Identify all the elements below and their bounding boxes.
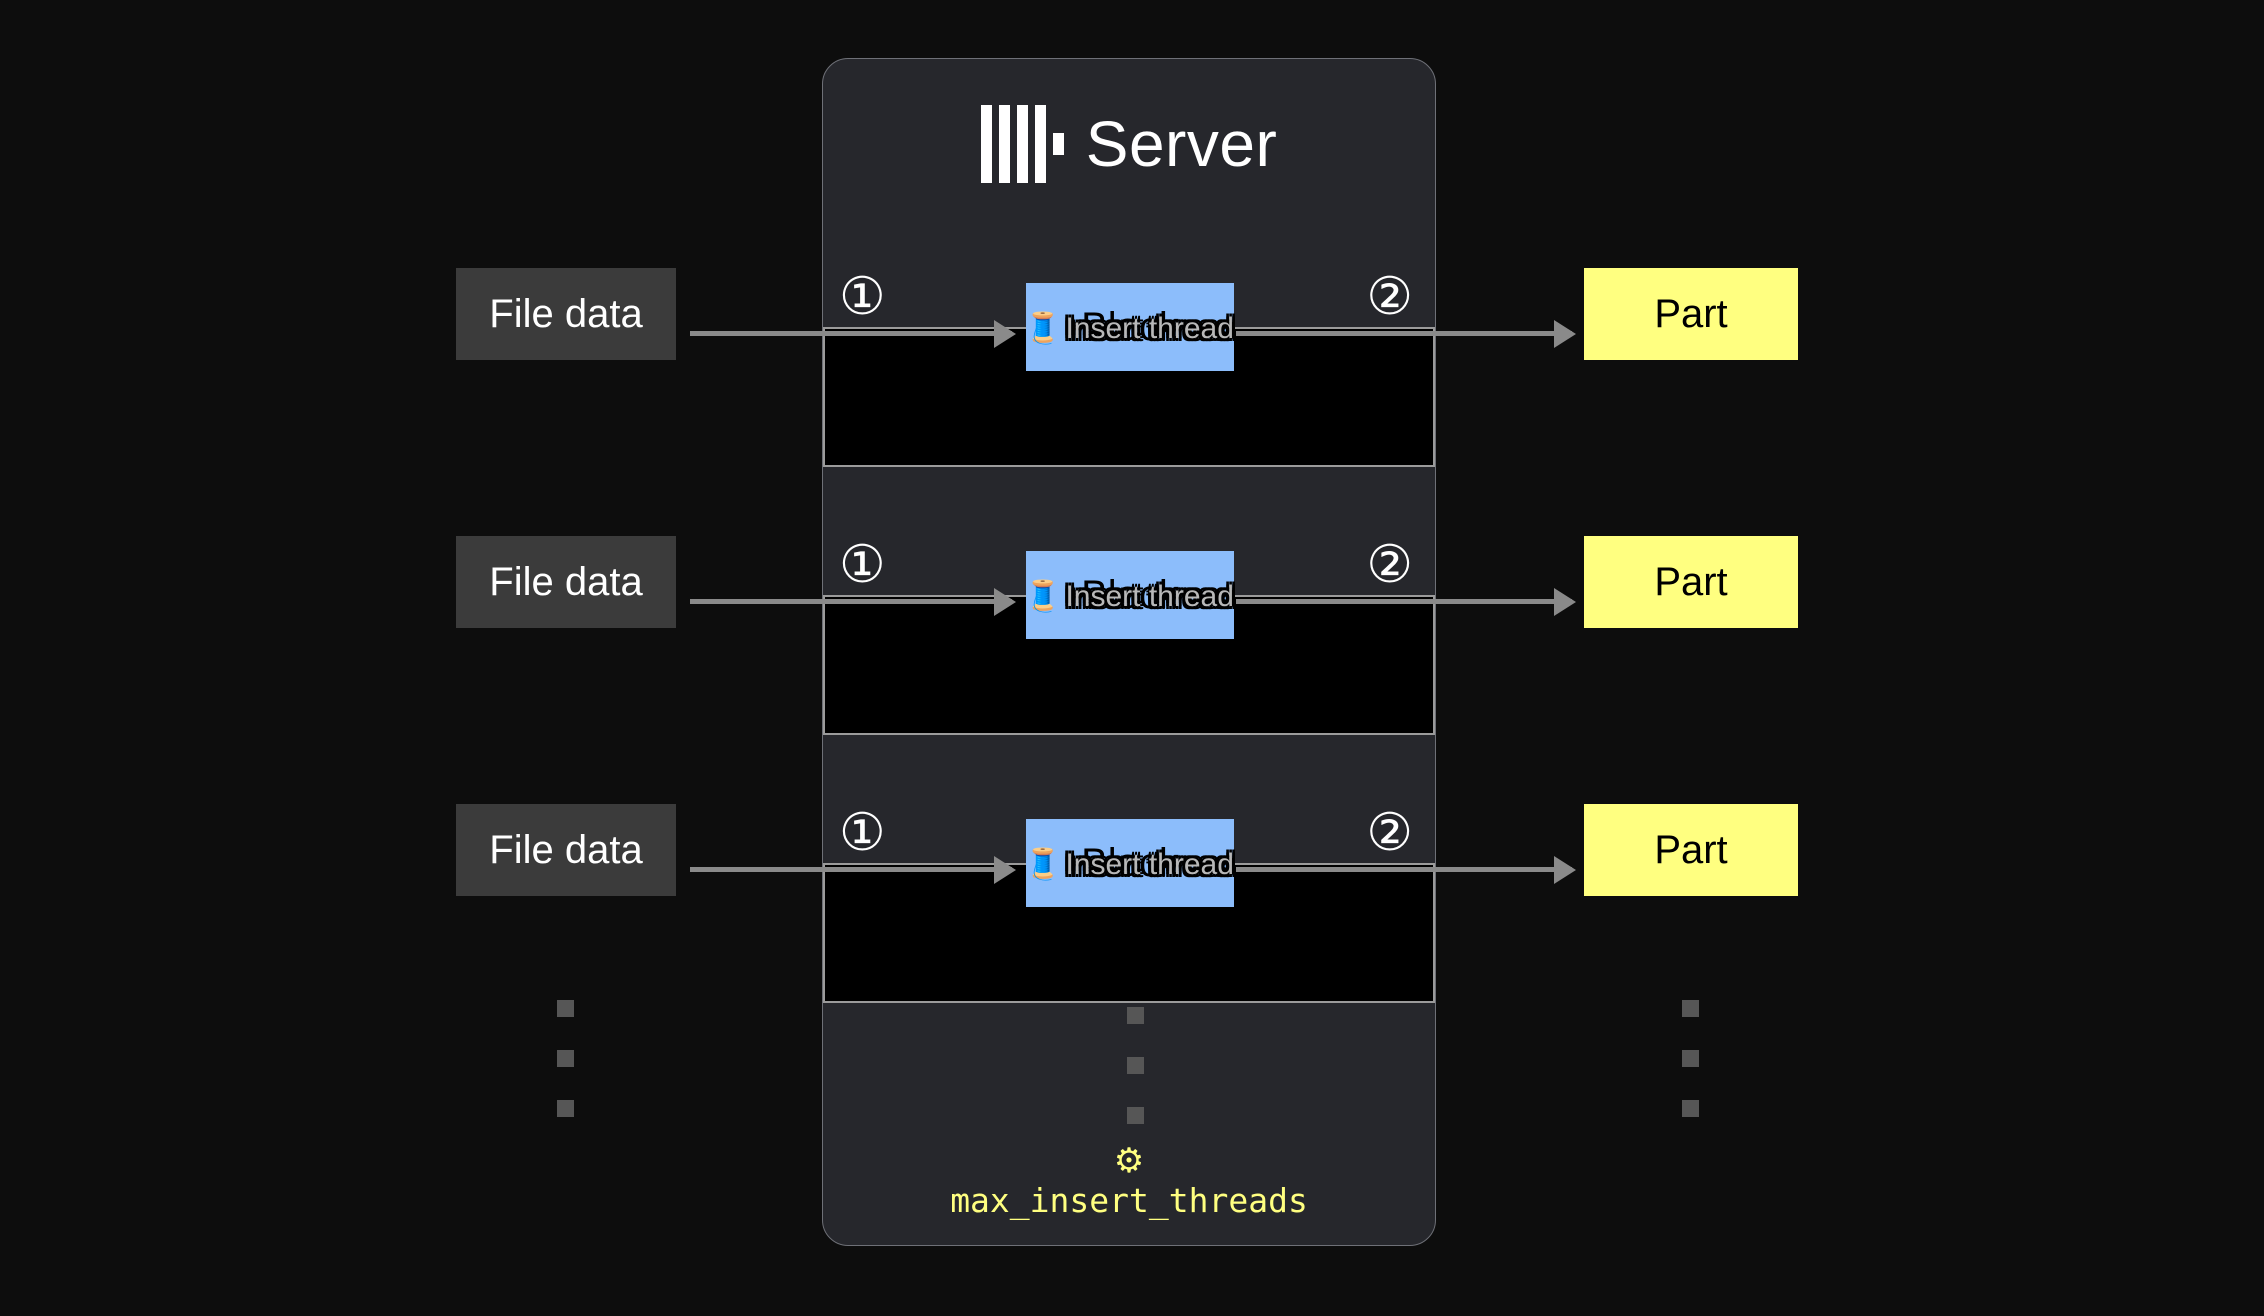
ellipsis-dot bbox=[1682, 1050, 1699, 1067]
part-label: Part bbox=[1654, 559, 1728, 604]
server-panel: Server 🧵 Insert thread 🧵 Insert thread 🧵 bbox=[822, 58, 1436, 1246]
insert-thread-label-1: 🧵 Insert thread bbox=[1024, 314, 1234, 344]
ellipsis-dots-right bbox=[1682, 1000, 1699, 1117]
block-label: Block bbox=[1081, 304, 1179, 349]
part-box-1: Part bbox=[1584, 268, 1798, 360]
thread-spool-icon: 🧵 bbox=[1024, 848, 1062, 881]
server-title: Server bbox=[1085, 108, 1278, 180]
part-label: Part bbox=[1654, 291, 1728, 336]
arrow-file-to-block-2 bbox=[690, 599, 1012, 604]
ellipsis-dots-center bbox=[1127, 1007, 1144, 1124]
ellipsis-dot bbox=[557, 1050, 574, 1067]
setting-block: ⚙ max_insert_threads bbox=[823, 1144, 1435, 1217]
lane-edge-right bbox=[1433, 865, 1435, 1001]
file-data-label: File data bbox=[489, 827, 643, 872]
arrow-block-to-part-3 bbox=[1236, 867, 1572, 872]
server-header: Server bbox=[823, 59, 1435, 229]
block-label: Block bbox=[1081, 572, 1179, 617]
insert-thread-text: Insert thread bbox=[1065, 312, 1234, 345]
insert-thread-text: Insert thread bbox=[1065, 580, 1234, 613]
ellipsis-dot bbox=[1127, 1057, 1144, 1074]
block-label: Block bbox=[1081, 840, 1179, 885]
part-label: Part bbox=[1654, 827, 1728, 872]
lane-edge-left bbox=[823, 329, 825, 465]
part-box-2: Part bbox=[1584, 536, 1798, 628]
lane-edge-right bbox=[1433, 597, 1435, 733]
insert-thread-label-3: 🧵 Insert thread bbox=[1024, 850, 1234, 880]
step-number-in-3: ① bbox=[839, 804, 886, 862]
ellipsis-dot bbox=[1682, 1100, 1699, 1117]
ellipsis-dot bbox=[557, 1100, 574, 1117]
file-data-box-3: File data bbox=[456, 804, 676, 896]
lane-edge-left bbox=[823, 865, 825, 1001]
thread-spool-icon: 🧵 bbox=[1024, 312, 1062, 345]
step-number-out-1: ② bbox=[1366, 268, 1413, 326]
step-number-out-3: ② bbox=[1366, 804, 1413, 862]
gear-icon: ⚙ bbox=[1113, 1142, 1145, 1180]
block-box-3: Block bbox=[1026, 819, 1234, 907]
lane-edge-right bbox=[1433, 329, 1435, 465]
block-box-1: Block bbox=[1026, 283, 1234, 371]
ellipsis-dot bbox=[1127, 1107, 1144, 1124]
clickhouse-logo-icon bbox=[980, 105, 1064, 183]
insert-thread-label-2: 🧵 Insert thread bbox=[1024, 582, 1234, 612]
block-box-2: Block bbox=[1026, 551, 1234, 639]
ellipsis-dot bbox=[1682, 1000, 1699, 1017]
file-data-box-2: File data bbox=[456, 536, 676, 628]
arrow-file-to-block-3 bbox=[690, 867, 1012, 872]
arrow-block-to-part-1 bbox=[1236, 331, 1572, 336]
arrow-file-to-block-1 bbox=[690, 331, 1012, 336]
part-box-3: Part bbox=[1584, 804, 1798, 896]
ellipsis-dots-left bbox=[557, 1000, 574, 1117]
file-data-label: File data bbox=[489, 559, 643, 604]
file-data-label: File data bbox=[489, 291, 643, 336]
setting-name: max_insert_threads bbox=[950, 1181, 1308, 1220]
lane-edge-left bbox=[823, 597, 825, 733]
arrow-block-to-part-2 bbox=[1236, 599, 1572, 604]
insert-thread-text: Insert thread bbox=[1065, 848, 1234, 881]
step-number-in-1: ① bbox=[839, 268, 886, 326]
thread-spool-icon: 🧵 bbox=[1024, 580, 1062, 613]
step-number-out-2: ② bbox=[1366, 536, 1413, 594]
ellipsis-dot bbox=[1127, 1007, 1144, 1024]
step-number-in-2: ① bbox=[839, 536, 886, 594]
ellipsis-dot bbox=[557, 1000, 574, 1017]
file-data-box-1: File data bbox=[456, 268, 676, 360]
